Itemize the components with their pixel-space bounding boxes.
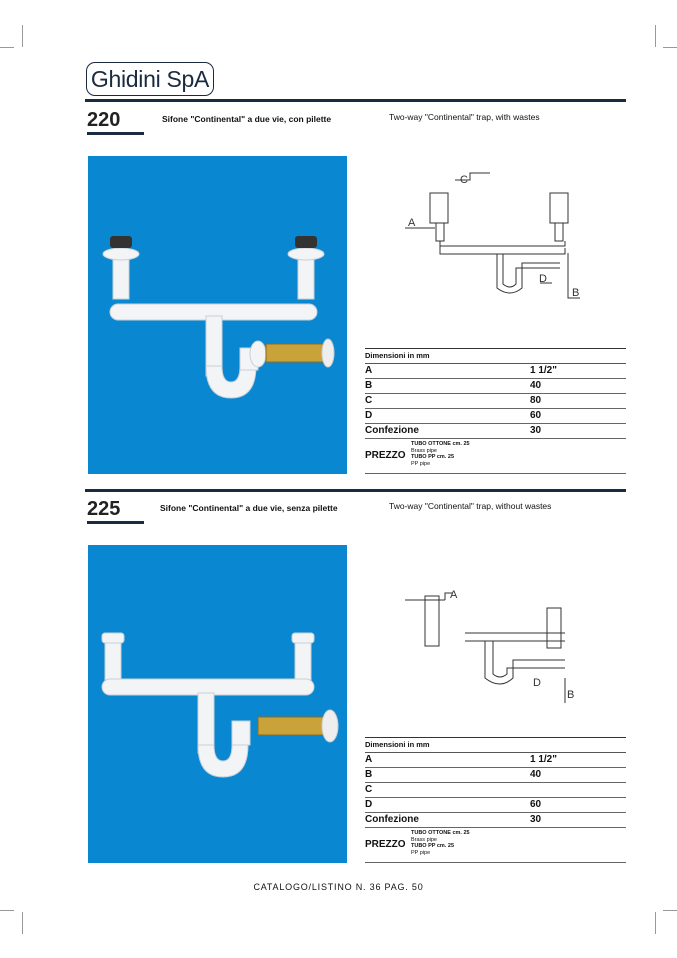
- diagram-label: D: [539, 273, 547, 285]
- product-photo: [88, 545, 347, 863]
- page-footer: CATALOGO/LISTINO N. 36 PAG. 50: [253, 882, 424, 892]
- row-key: Confezione: [365, 425, 419, 436]
- row-key: C: [365, 784, 373, 795]
- product-title-it: Sifone "Continental" a due vie, senza pi…: [160, 503, 338, 513]
- row-value: 1 1/2": [530, 754, 557, 765]
- row-key: B: [365, 769, 373, 780]
- crop-mark: [22, 912, 23, 934]
- diagram-label: C: [460, 174, 468, 186]
- table-row: B 40: [365, 768, 626, 783]
- product-photo: [88, 156, 347, 474]
- crop-mark: [663, 47, 677, 48]
- price-option-desc: Brass pipe: [411, 836, 437, 843]
- price-label: PREZZO: [365, 450, 406, 461]
- diagram-label: D: [533, 677, 541, 689]
- product-title-en: Two-way "Continental" trap, with wastes: [389, 112, 540, 122]
- price-options: TUBO OTTONE cm. 25 Brass pipe TUBO PP cm…: [411, 439, 470, 473]
- row-value: 60: [530, 410, 542, 421]
- table-row: Confezione 30: [365, 813, 626, 828]
- table-row: C 80: [365, 394, 626, 409]
- table-row: D 60: [365, 409, 626, 424]
- row-value: 30: [530, 814, 542, 825]
- price-option-name: TUBO PP cm. 25: [411, 843, 454, 849]
- price-label: PREZZO: [365, 839, 406, 850]
- product-title-en: Two-way "Continental" trap, without wast…: [389, 501, 552, 511]
- price-option-desc: PP pipe: [411, 460, 431, 467]
- diagram-label: A: [408, 217, 416, 229]
- code-underline: [87, 521, 144, 524]
- diagram-label: A: [450, 589, 458, 601]
- row-value: 40: [530, 380, 542, 391]
- table-row: A 1 1/2": [365, 364, 626, 379]
- product-code: 220: [87, 109, 121, 131]
- crop-mark: [663, 910, 677, 911]
- price-block: PREZZO TUBO OTTONE cm. 25 Brass pipe TUB…: [365, 439, 626, 474]
- crop-mark: [22, 25, 23, 47]
- row-key: A: [365, 754, 373, 765]
- code-underline: [87, 132, 144, 135]
- price-block: PREZZO TUBO OTTONE cm. 25 Brass pipe TUB…: [365, 828, 626, 863]
- table-row: B 40: [365, 379, 626, 394]
- table-header: Dimensioni in mm: [365, 737, 626, 753]
- price-options: TUBO OTTONE cm. 25 Brass pipe TUBO PP cm…: [411, 828, 470, 862]
- table-row: A 1 1/2": [365, 753, 626, 768]
- section-rule: [85, 99, 626, 102]
- row-value: 1 1/2": [530, 365, 557, 376]
- row-value: 40: [530, 769, 542, 780]
- price-option-desc: Brass pipe: [411, 447, 437, 454]
- price-option-desc: PP pipe: [411, 849, 431, 856]
- row-key: A: [365, 365, 373, 376]
- dimensions-table: Dimensioni in mm A 1 1/2" B 40 C 80 D 60 Con…: [365, 348, 626, 474]
- product-title-it: Sifone "Continental" a due vie, con pile…: [162, 114, 332, 124]
- price-option-name: TUBO OTTONE cm. 25: [411, 830, 470, 836]
- row-value: 30: [530, 425, 542, 436]
- diagram-label: B: [572, 287, 579, 299]
- row-key: C: [365, 395, 373, 406]
- row-value: 80: [530, 395, 542, 406]
- price-option-name: TUBO OTTONE cm. 25: [411, 441, 470, 447]
- table-row: C: [365, 783, 626, 798]
- product-code: 225: [87, 498, 121, 520]
- crop-mark: [655, 912, 656, 934]
- row-value: [500, 783, 626, 797]
- row-value: 60: [530, 799, 542, 810]
- technical-diagram: C A D B: [400, 168, 590, 316]
- row-key: Confezione: [365, 814, 419, 825]
- row-key: B: [365, 380, 373, 391]
- technical-diagram: A D B: [405, 578, 585, 713]
- price-option-name: TUBO PP cm. 25: [411, 454, 454, 460]
- table-header: Dimensioni in mm: [365, 348, 626, 364]
- crop-mark: [0, 47, 14, 48]
- dimensions-table: Dimensioni in mm A 1 1/2" B 40 C D 60 Confe…: [365, 737, 626, 863]
- row-key: D: [365, 799, 373, 810]
- diagram-label: B: [567, 689, 574, 701]
- row-key: D: [365, 410, 373, 421]
- section-rule: [85, 489, 626, 492]
- table-row: D 60: [365, 798, 626, 813]
- crop-mark: [0, 910, 14, 911]
- crop-mark: [655, 25, 656, 47]
- table-row: Confezione 30: [365, 424, 626, 439]
- company-logo: Ghidini SpA: [86, 62, 214, 96]
